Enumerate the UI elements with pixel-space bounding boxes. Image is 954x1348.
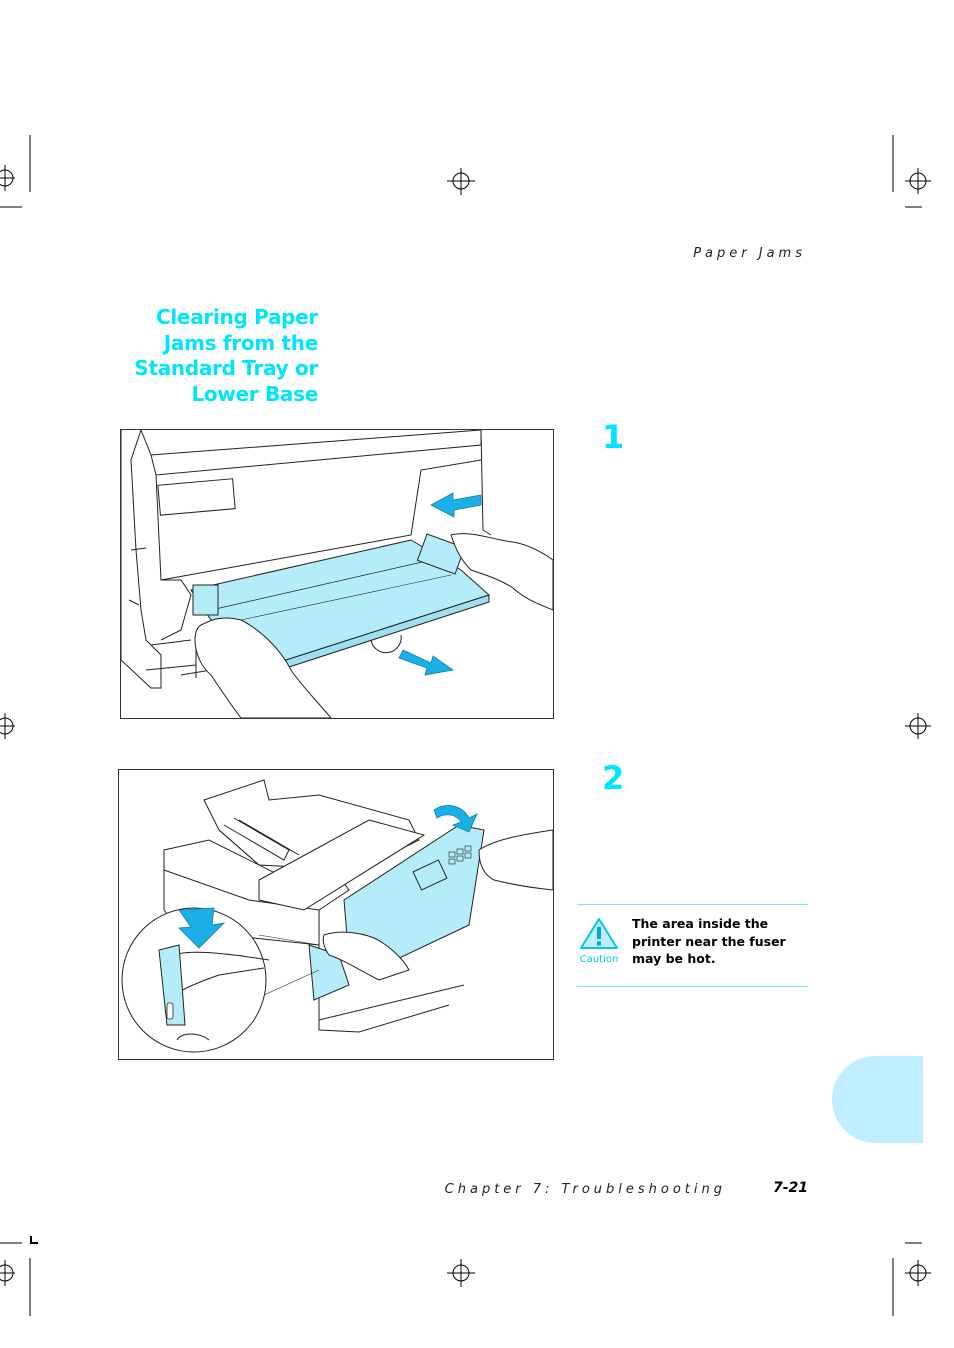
registration-mark-icon <box>0 1260 15 1286</box>
figure-open-front-cover <box>118 769 554 1060</box>
printer-tray-illustration <box>121 430 553 718</box>
step-number-2: 2 <box>602 759 625 797</box>
registration-mark-icon <box>905 168 931 194</box>
registration-mark-icon <box>0 713 15 739</box>
registration-mark-icon <box>0 165 15 191</box>
page-number: 7-21 <box>772 1180 808 1196</box>
registration-mark-icon <box>905 1260 931 1286</box>
footer-chapter: Chapter 7: Troubleshooting <box>444 1182 726 1197</box>
caution-label: Caution <box>579 954 619 965</box>
registration-mark-icon <box>447 168 475 195</box>
caution-note: Caution The area inside the printer near… <box>577 904 808 987</box>
registration-mark-icon <box>905 713 931 739</box>
figure-remove-tray <box>120 429 554 719</box>
step-number-1: 1 <box>602 418 625 456</box>
registration-mark-icon <box>447 1259 475 1287</box>
caution-triangle-icon <box>580 918 618 949</box>
chapter-tab-marker <box>832 1056 923 1143</box>
section-title: Clearing Paper Jams from the Standard Tr… <box>134 305 318 406</box>
caution-symbol: Caution <box>577 917 621 965</box>
printer-cover-illustration <box>121 779 553 1053</box>
running-head: Paper Jams <box>693 246 806 261</box>
caution-text: The area inside the printer near the fus… <box>632 916 786 966</box>
